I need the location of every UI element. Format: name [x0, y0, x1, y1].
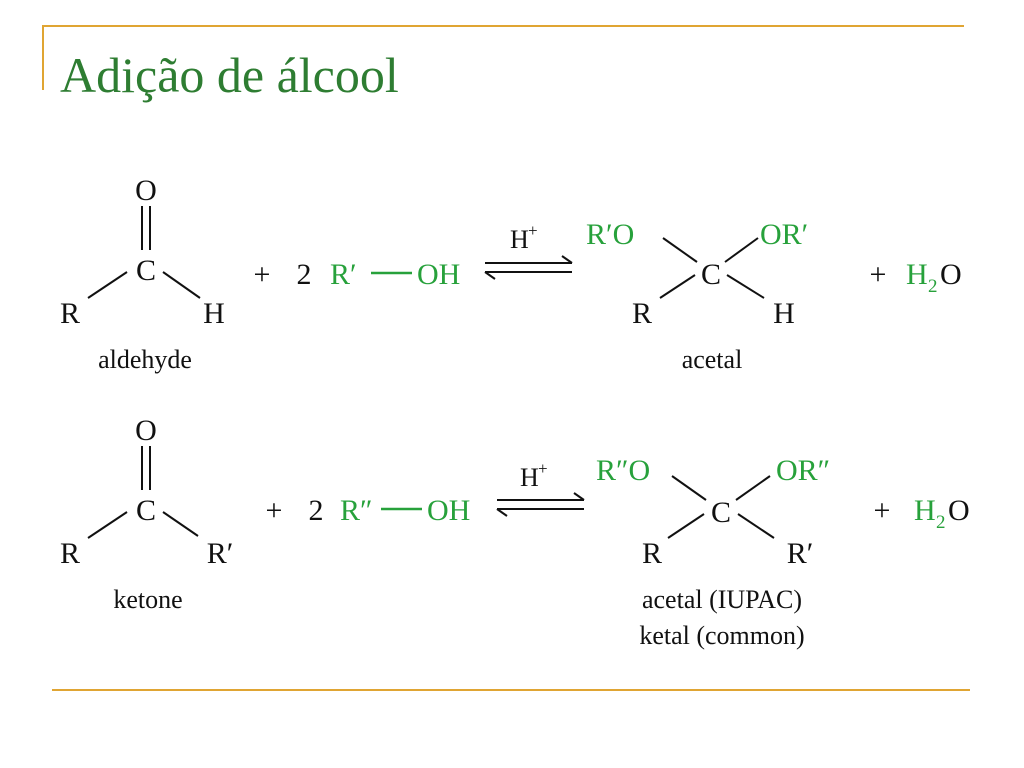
bond-c-r — [667, 513, 705, 539]
reverse-arrow-head — [484, 271, 496, 280]
plus-sign: + — [254, 258, 271, 291]
alcohol-oh: OH — [427, 494, 470, 527]
carbonyl-oxygen: O — [135, 414, 157, 447]
product-bottom-left: R — [632, 297, 652, 330]
slide-title: Adição de álcool — [60, 47, 399, 103]
product-top-left: R″O — [596, 454, 650, 487]
water-subscript: 2 — [936, 512, 946, 533]
alcohol-oh: OH — [417, 258, 460, 291]
substituent-r-prime: R′ — [207, 537, 234, 570]
water-product: H 2 O — [914, 494, 970, 533]
water-o: O — [948, 494, 970, 527]
product-carbon: C — [711, 496, 731, 529]
alcohol-reagent: R′ OH — [330, 258, 460, 291]
equilibrium-arrow: H + — [496, 459, 585, 517]
product-top-right: OR′ — [760, 218, 808, 251]
substituent-r: R — [60, 297, 80, 330]
ketal-structure: R″O OR″ C R R′ acetal (IUPAC) ketal (com… — [596, 454, 830, 650]
bond-c-r-prime — [737, 513, 775, 539]
bond-c-r — [659, 274, 696, 299]
product-top-left: R′O — [586, 218, 634, 251]
carbonyl-carbon: C — [136, 254, 156, 287]
catalyst-charge: + — [528, 221, 538, 240]
equilibrium-arrow: H + — [484, 221, 573, 280]
ketone-structure: O C R R′ ketone — [60, 414, 233, 614]
caption-aldehyde: aldehyde — [98, 345, 192, 374]
caption-acetal-iupac: acetal (IUPAC) — [642, 585, 802, 614]
product-bottom-left: R — [642, 537, 662, 570]
bond-c-or-left — [671, 475, 707, 501]
water-o: O — [940, 258, 962, 291]
substituent-h: H — [203, 297, 225, 330]
bond-c-or-left — [662, 237, 698, 263]
bond-c-r — [87, 271, 128, 299]
reaction-aldehyde: O C R H aldehyde + 2 R′ OH H + — [60, 174, 962, 374]
alcohol-reagent: R″ OH — [340, 494, 470, 527]
coefficient: 2 — [309, 494, 324, 527]
aldehyde-structure: O C R H aldehyde — [60, 174, 225, 374]
plus-sign-2: + — [870, 258, 887, 291]
product-carbon: C — [701, 258, 721, 291]
carbonyl-oxygen: O — [135, 174, 157, 207]
bond-c-r-prime — [162, 511, 199, 537]
bond-c-h — [162, 271, 201, 299]
catalyst-h: H — [510, 225, 529, 254]
acetal-structure: R′O OR′ C R H acetal — [586, 218, 808, 374]
bond-c-or-right — [735, 475, 771, 501]
caption-acetal: acetal — [682, 345, 743, 374]
bottom-accent-rule — [52, 689, 970, 691]
water-h: H — [906, 258, 928, 291]
alcohol-group: R′ — [330, 258, 357, 291]
plus-sign-2: + — [874, 494, 891, 527]
forward-arrow-head — [573, 492, 585, 501]
catalyst-h: H — [520, 463, 539, 492]
top-accent-rule — [42, 25, 964, 27]
catalyst-charge: + — [538, 459, 548, 478]
water-product: H 2 O — [906, 258, 962, 297]
caption-ketal-common: ketal (common) — [639, 621, 804, 650]
bond-c-or-right — [724, 237, 759, 263]
left-accent-rule — [42, 25, 44, 90]
carbonyl-carbon: C — [136, 494, 156, 527]
water-subscript: 2 — [928, 276, 938, 297]
bond-c-h — [726, 274, 765, 299]
product-top-right: OR″ — [776, 454, 830, 487]
product-bottom-right: R′ — [787, 537, 814, 570]
substituent-r: R — [60, 537, 80, 570]
bond-c-r — [87, 511, 128, 539]
alcohol-group: R″ — [340, 494, 373, 527]
product-bottom-right: H — [773, 297, 795, 330]
water-h: H — [914, 494, 936, 527]
plus-sign: + — [266, 494, 283, 527]
reverse-arrow-head — [496, 508, 508, 517]
forward-arrow-head — [561, 255, 573, 264]
reaction-ketone: O C R R′ ketone + 2 R″ OH H + — [60, 414, 970, 650]
caption-ketone: ketone — [113, 585, 182, 614]
coefficient: 2 — [297, 258, 312, 291]
